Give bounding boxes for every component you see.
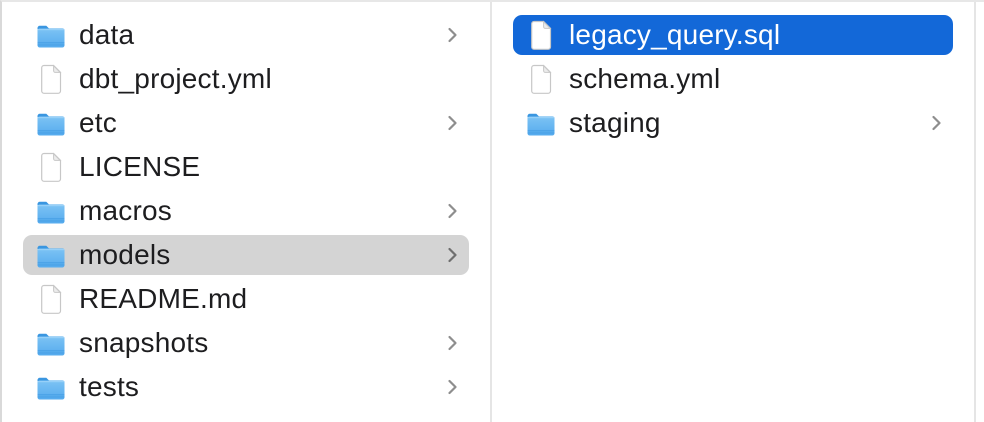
item-label: schema.yml: [569, 63, 721, 94]
document-icon: [36, 284, 66, 314]
folder-icon: [36, 372, 66, 402]
file-row-dbt-project-yml[interactable]: dbt_project.yml: [23, 59, 469, 99]
item-label: README.md: [79, 283, 248, 314]
folder-icon: [36, 20, 66, 50]
folder-row-models[interactable]: models: [23, 235, 469, 275]
folder-icon: [36, 328, 66, 358]
folder-icon: [36, 108, 66, 138]
item-label: tests: [79, 371, 140, 402]
file-row-schema-yml[interactable]: schema.yml: [513, 59, 953, 99]
document-icon: [36, 152, 66, 182]
chevron-right-icon: [446, 112, 459, 134]
folder-row-snapshots[interactable]: snapshots: [23, 323, 469, 363]
item-label: models: [79, 239, 171, 270]
item-label: etc: [79, 107, 117, 138]
chevron-right-icon: [446, 244, 459, 266]
folder-row-etc[interactable]: etc: [23, 103, 469, 143]
item-label: dbt_project.yml: [79, 63, 272, 94]
finder-column-models: legacy_query.sql schema.yml: [492, 2, 976, 422]
file-row-license[interactable]: LICENSE: [23, 147, 469, 187]
document-icon: [526, 64, 556, 94]
document-icon: [526, 20, 556, 50]
folder-row-staging[interactable]: staging: [513, 103, 953, 143]
item-label: data: [79, 19, 135, 50]
file-row-readme-md[interactable]: README.md: [23, 279, 469, 319]
folder-icon: [36, 240, 66, 270]
chevron-right-icon: [446, 332, 459, 354]
item-label: LICENSE: [79, 151, 201, 182]
finder-column-parent: data dbt_project.yml etc: [2, 2, 492, 422]
folder-row-macros[interactable]: macros: [23, 191, 469, 231]
folder-row-data[interactable]: data: [23, 15, 469, 55]
item-label: macros: [79, 195, 172, 226]
item-label: snapshots: [79, 327, 209, 358]
item-label: staging: [569, 107, 661, 138]
folder-icon: [526, 108, 556, 138]
chevron-right-icon: [446, 200, 459, 222]
chevron-right-icon: [446, 376, 459, 398]
finder-column-next-empty: [976, 2, 984, 422]
document-icon: [36, 64, 66, 94]
chevron-right-icon: [446, 24, 459, 46]
chevron-right-icon: [930, 112, 943, 134]
folder-row-tests[interactable]: tests: [23, 367, 469, 407]
file-row-legacy-query-sql[interactable]: legacy_query.sql: [513, 15, 953, 55]
item-label: legacy_query.sql: [569, 19, 781, 50]
folder-icon: [36, 196, 66, 226]
